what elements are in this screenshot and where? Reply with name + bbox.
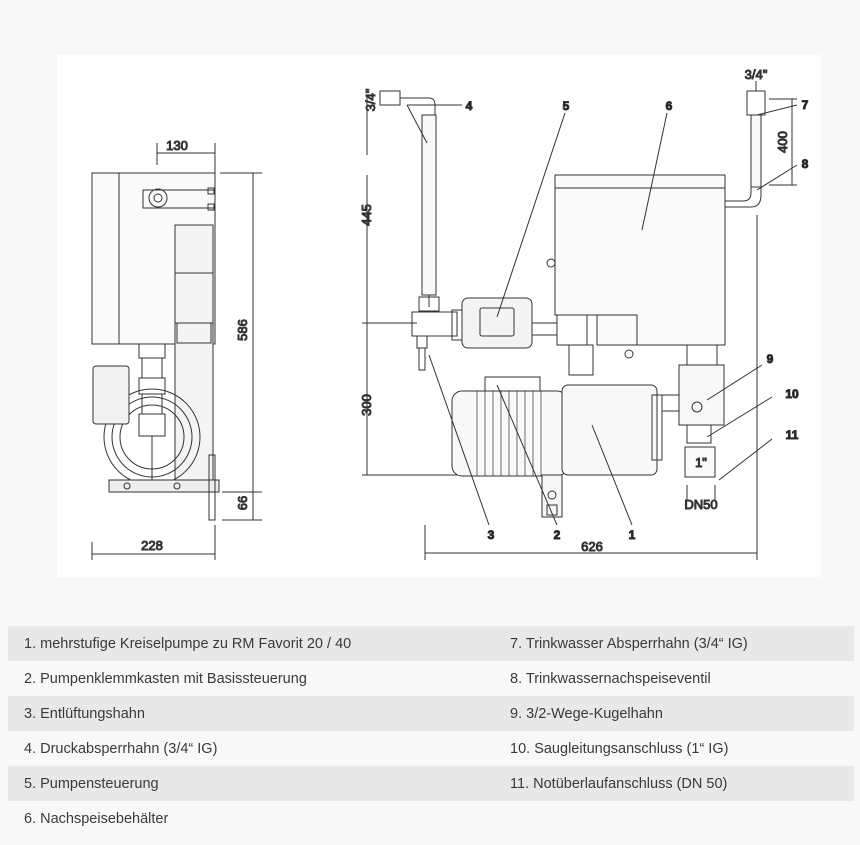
legend-item: 2. Pumpenklemmkasten mit Basissteuerung bbox=[8, 661, 497, 696]
legend-item: 7. Trinkwasser Absperrhahn (3/4“ IG) bbox=[496, 626, 854, 661]
dim-side-base: 66 bbox=[235, 496, 250, 510]
legend-item bbox=[496, 801, 854, 836]
legend-item: 9. 3/2-Wege-Kugelhahn bbox=[496, 696, 854, 731]
legend-row: 4. Druckabsperrhahn (3/4“ IG) 10. Saugle… bbox=[8, 731, 854, 766]
legend-item: 1. mehrstufige Kreiselpumpe zu RM Favori… bbox=[8, 626, 497, 661]
legend-row: 6. Nachspeisebehälter bbox=[8, 801, 854, 836]
dim-300: 300 bbox=[359, 394, 374, 416]
side-view bbox=[91, 143, 262, 560]
dim-445: 445 bbox=[359, 204, 374, 226]
dim-side-width-top: 130 bbox=[166, 138, 188, 153]
legend-item: 11. Notüberlaufanschluss (DN 50) bbox=[496, 766, 854, 801]
legend-row: 5. Pumpensteuerung 11. Notüberlaufanschl… bbox=[8, 766, 854, 801]
callout-7: 7 bbox=[802, 98, 809, 112]
dim-400: 400 bbox=[775, 131, 790, 153]
callout-10: 10 bbox=[785, 387, 799, 401]
callout-6: 6 bbox=[666, 99, 673, 113]
callout-8: 8 bbox=[802, 157, 809, 171]
dim-1inch: 1" bbox=[695, 455, 707, 470]
dim-side-width-bottom: 228 bbox=[141, 538, 163, 553]
legend-item: 3. Entlüftungshahn bbox=[8, 696, 497, 731]
legend-item: 6. Nachspeisebehälter bbox=[8, 801, 497, 836]
callout-3: 3 bbox=[488, 528, 495, 542]
callout-1: 1 bbox=[629, 528, 636, 542]
front-view bbox=[362, 81, 798, 560]
legend-row: 1. mehrstufige Kreiselpumpe zu RM Favori… bbox=[8, 626, 854, 661]
callout-9: 9 bbox=[767, 352, 774, 366]
legend-row: 3. Entlüftungshahn 9. 3/2-Wege-Kugelhahn bbox=[8, 696, 854, 731]
callout-5: 5 bbox=[563, 99, 570, 113]
technical-drawing: 130 586 66 228 bbox=[57, 55, 821, 577]
legend-item: 8. Trinkwassernachspeiseventil bbox=[496, 661, 854, 696]
legend-row: 2. Pumpenklemmkasten mit Basissteuerung … bbox=[8, 661, 854, 696]
legend-item: 4. Druckabsperrhahn (3/4“ IG) bbox=[8, 731, 497, 766]
dim-dn50: DN50 bbox=[684, 497, 717, 512]
dim-side-height: 586 bbox=[235, 319, 250, 341]
dim-front-width: 626 bbox=[581, 539, 603, 554]
callout-4: 4 bbox=[466, 99, 473, 113]
dim-pipe-right: 3/4" bbox=[745, 67, 768, 82]
dim-pipe-left: 3/4" bbox=[363, 88, 378, 111]
callout-11: 11 bbox=[786, 428, 799, 442]
legend-item: 5. Pumpensteuerung bbox=[8, 766, 497, 801]
callout-2: 2 bbox=[554, 528, 561, 542]
legend-table: 1. mehrstufige Kreiselpumpe zu RM Favori… bbox=[8, 626, 854, 836]
legend-item: 10. Saugleitungsanschluss (1“ IG) bbox=[496, 731, 854, 766]
technical-drawing-svg: 130 586 66 228 bbox=[91, 67, 809, 560]
